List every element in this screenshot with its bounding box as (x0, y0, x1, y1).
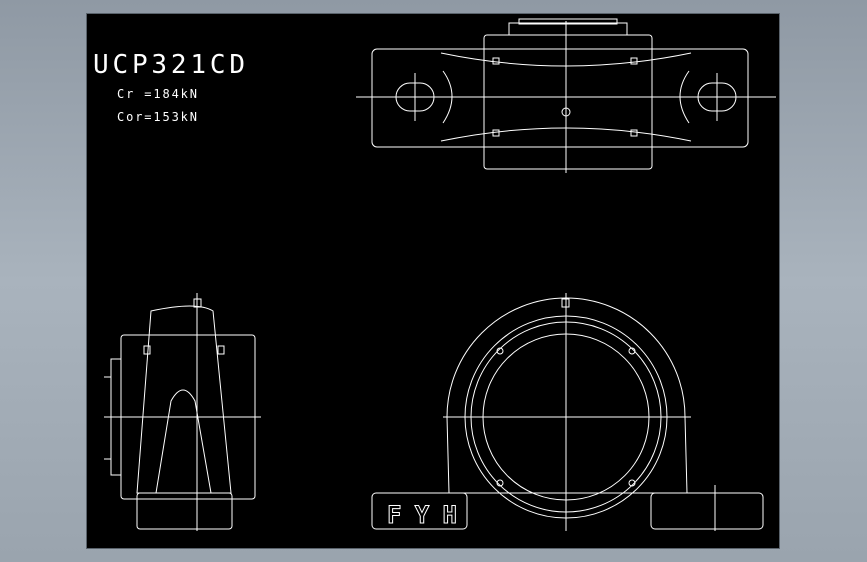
side-view (104, 293, 261, 531)
cor-rating: Cor=153kN (117, 110, 197, 124)
part-number-title: UCP321CD (93, 50, 245, 80)
cad-drawing-canvas[interactable]: UCP321CD Cr =184kN Cor=153kN (86, 13, 780, 549)
front-view (371, 293, 764, 531)
cr-rating: Cr =184kN (117, 87, 197, 101)
top-view (356, 18, 776, 173)
brand-logo: FYH (387, 501, 457, 529)
cad-drawing: UCP321CD Cr =184kN Cor=153kN (93, 18, 776, 531)
